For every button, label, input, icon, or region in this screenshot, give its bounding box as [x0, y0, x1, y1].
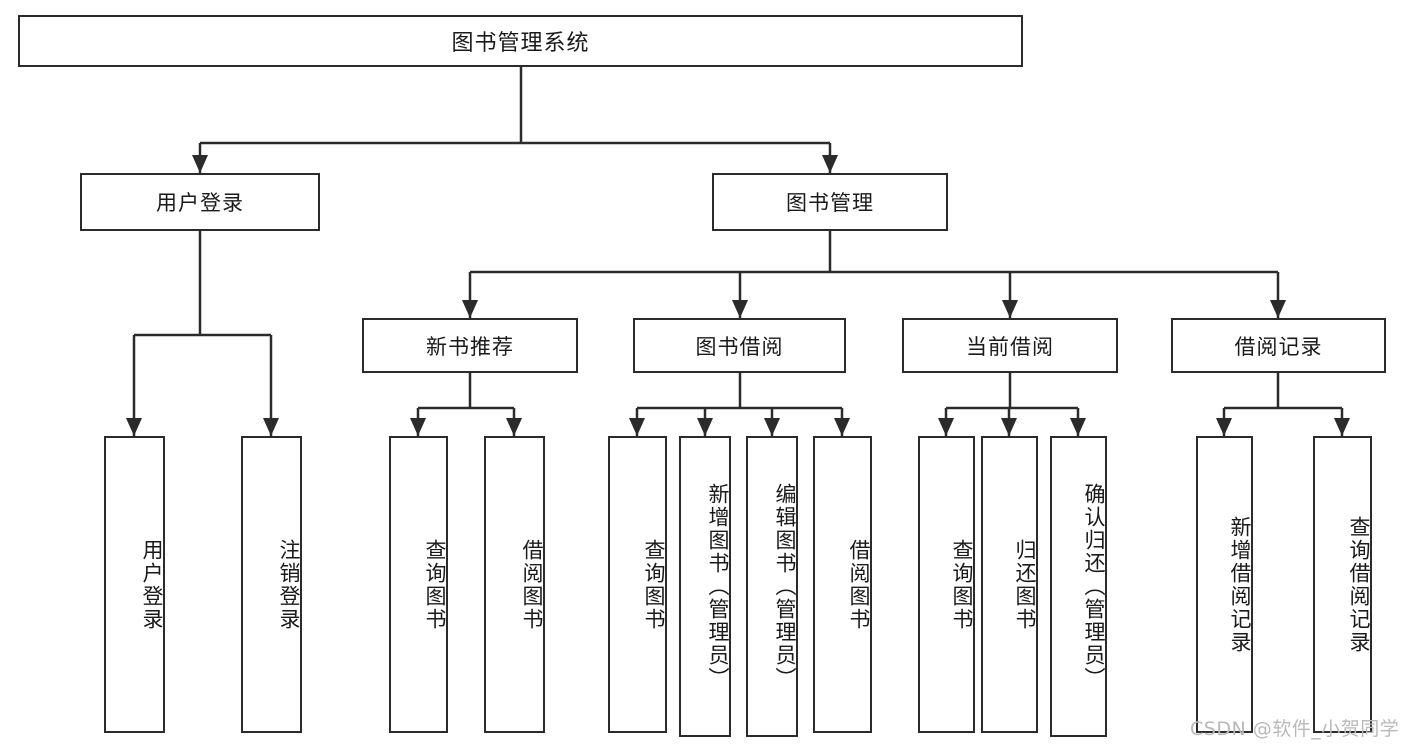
node-leaf-user-logout[interactable]: 注销登录 [241, 436, 302, 733]
node-leaf-add-record[interactable]: 新增借阅记录 [1196, 436, 1253, 733]
arrowhead-icon [126, 418, 142, 436]
arrowhead-icon [263, 418, 279, 436]
node-label: 借阅图书 [520, 538, 544, 631]
node-label: 查询图书 [423, 538, 447, 631]
node-label: 新书推荐 [426, 334, 514, 359]
node-leaf-query-book-2[interactable]: 查询图书 [608, 436, 667, 733]
arrowhead-icon [732, 300, 748, 318]
arrowhead-icon [629, 418, 645, 436]
arrowhead-icon [834, 418, 850, 436]
arrowhead-icon [1001, 418, 1017, 436]
arrowhead-icon [1070, 418, 1086, 436]
node-label: 确认归还（管理员） [1082, 483, 1106, 690]
node-book-borrow[interactable]: 图书借阅 [633, 318, 846, 373]
node-label: 用户登录 [140, 538, 164, 631]
arrowhead-icon [410, 418, 426, 436]
node-label: 当前借阅 [966, 334, 1054, 359]
arrowhead-icon [1002, 300, 1018, 318]
node-borrow-record[interactable]: 借阅记录 [1171, 318, 1386, 373]
node-leaf-query-record[interactable]: 查询借阅记录 [1313, 436, 1372, 733]
node-leaf-add-book[interactable]: 新增图书（管理员） [679, 436, 731, 737]
node-leaf-confirm-return[interactable]: 确认归还（管理员） [1050, 436, 1107, 737]
node-label: 查询借阅记录 [1347, 515, 1371, 654]
arrowhead-icon [462, 300, 478, 318]
arrowhead-icon [1216, 418, 1232, 436]
arrowhead-icon [938, 418, 954, 436]
node-leaf-borrow-book-1[interactable]: 借阅图书 [484, 436, 545, 733]
node-label: 归还图书 [1013, 538, 1037, 631]
node-label: 查询图书 [642, 538, 666, 631]
node-label: 注销登录 [277, 538, 301, 631]
node-label: 图书管理 [786, 191, 874, 215]
arrowhead-icon [192, 155, 208, 173]
arrowhead-icon [822, 155, 838, 173]
node-leaf-query-book-3[interactable]: 查询图书 [918, 436, 975, 733]
node-label: 图书借阅 [695, 334, 784, 359]
node-book-manage[interactable]: 图书管理 [712, 173, 948, 231]
node-leaf-borrow-book-2[interactable]: 借阅图书 [813, 436, 872, 733]
node-leaf-query-book-1[interactable]: 查询图书 [389, 436, 448, 733]
arrowhead-icon [1334, 418, 1350, 436]
node-root[interactable]: 图书管理系统 [18, 15, 1023, 67]
node-label: 图书管理系统 [451, 31, 590, 56]
arrowhead-icon [506, 418, 522, 436]
node-label: 新增借阅记录 [1228, 515, 1252, 654]
node-label: 借阅记录 [1234, 334, 1323, 359]
node-label: 借阅图书 [847, 538, 871, 631]
node-leaf-user-login[interactable]: 用户登录 [104, 436, 165, 733]
arrowhead-icon [1270, 300, 1286, 318]
arrowhead-icon [697, 418, 713, 436]
node-leaf-return-book[interactable]: 归还图书 [981, 436, 1038, 733]
node-label: 用户登录 [156, 191, 244, 215]
node-label: 新增图书（管理员） [706, 483, 730, 690]
node-leaf-edit-book[interactable]: 编辑图书（管理员） [746, 436, 798, 737]
node-label: 编辑图书（管理员） [773, 483, 797, 690]
node-new-book-rec[interactable]: 新书推荐 [362, 318, 578, 373]
node-current-borrow[interactable]: 当前借阅 [902, 318, 1118, 373]
watermark-label: CSDN @软件_小贺同学 [1190, 718, 1400, 740]
arrowhead-icon [764, 418, 780, 436]
node-label: 查询图书 [950, 538, 974, 631]
node-user-login[interactable]: 用户登录 [80, 173, 320, 231]
